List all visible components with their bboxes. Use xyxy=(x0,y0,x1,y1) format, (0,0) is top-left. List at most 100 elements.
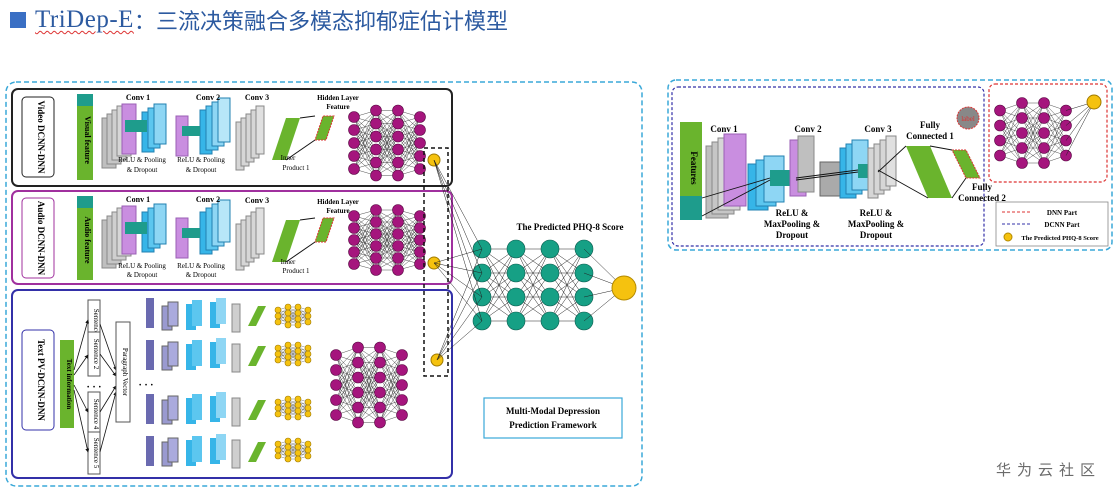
fusion-dnn xyxy=(472,239,594,331)
right-dnn xyxy=(994,94,1102,169)
text-yellow-net-1-node xyxy=(304,318,312,326)
audio-dnn-node xyxy=(370,264,382,276)
text-yellow-net-4 xyxy=(274,437,312,463)
text-branch: Text PV-DCNN-DNN Text information Senten… xyxy=(11,289,453,479)
legend-dnn-label: DNN Part xyxy=(1047,209,1078,217)
text-yellow-net-4-node xyxy=(304,440,312,448)
text-dnn-node xyxy=(352,401,364,414)
video-hidden-feature-bar xyxy=(314,115,335,141)
fusion-dnn-node xyxy=(506,263,526,283)
text-yellow-net-1-node xyxy=(304,312,312,320)
text-dnn-node xyxy=(396,394,408,406)
audio-dnn-node xyxy=(392,240,404,252)
text-yellow-net-4-node xyxy=(294,455,302,463)
audio-conv3-label: Conv 3 xyxy=(245,196,269,205)
text-yellow-net-4-node xyxy=(284,437,292,445)
framework-label-box xyxy=(483,397,623,439)
video-dnn-node xyxy=(392,117,404,130)
right-conv2-stack xyxy=(789,135,878,199)
visual-feature-bar xyxy=(77,94,93,180)
audio-dnn-node xyxy=(348,210,360,222)
audio-relu1-label: ReLU & Pooling xyxy=(118,262,166,270)
right-relu2-c: Dropout xyxy=(860,230,892,240)
audio-branch: Audio DCNN-DNN Audio feature Conv 1 ReLU… xyxy=(11,190,453,285)
text-dcnn-row-1 xyxy=(146,298,266,333)
label-node xyxy=(956,106,980,130)
text-yellow-net-2-node xyxy=(274,344,282,352)
text-yellow-net-2-node xyxy=(284,341,292,349)
text-dnn-node xyxy=(396,379,408,391)
text-yellow-net-1-node xyxy=(274,318,282,326)
text-yellow-net-3-node xyxy=(294,395,302,403)
video-inner-product-bar xyxy=(272,118,300,160)
audio-conv1-stack xyxy=(101,203,167,269)
video-dnn-node xyxy=(392,130,404,143)
audio-side-label: Audio DCNN-DNN xyxy=(36,201,46,276)
text-yellow-net-1-node xyxy=(294,303,302,311)
video-dnn-node xyxy=(370,130,382,143)
right-features-head xyxy=(680,196,702,220)
text-yellow-net-4-node xyxy=(284,443,292,451)
video-dnn-node xyxy=(392,143,404,156)
sentence-ellipsis: · · · xyxy=(86,382,101,393)
title-model-name: TriDep-E xyxy=(35,6,134,34)
audio-dnn-node xyxy=(392,204,404,216)
video-conv1-label: Conv 1 xyxy=(126,93,150,102)
title-description: 三流决策融合多模态抑郁症估计模型 xyxy=(155,10,508,35)
audio-relu2-label: ReLU & Pooling xyxy=(177,262,225,270)
fusion-dnn-node xyxy=(540,263,560,283)
right-conv3-label: Conv 3 xyxy=(864,124,892,134)
left-framework-frame xyxy=(5,81,643,487)
text-dnn-node xyxy=(330,394,342,406)
text-yellow-net-4-node xyxy=(284,449,292,457)
video-dnn-node xyxy=(392,156,404,169)
text-yellow-net-2-node xyxy=(274,356,282,364)
right-score-node xyxy=(1086,94,1102,110)
audio-dnn-node xyxy=(414,210,426,222)
video-dnn-node xyxy=(392,104,404,117)
audio-inner-label-1: Inner xyxy=(281,258,296,266)
audio-conv1-label: Conv 1 xyxy=(126,195,150,204)
fusion-dnn-node xyxy=(540,239,560,259)
right-conv1-stack xyxy=(705,133,796,219)
title-bullet-icon xyxy=(10,12,26,28)
fusion-connections xyxy=(433,159,625,361)
text-dnn-node xyxy=(352,356,364,369)
video-relu1-label: ReLU & Pooling xyxy=(118,156,166,164)
right-features-label: Features xyxy=(689,151,699,185)
video-branch-frame xyxy=(11,88,453,187)
paragraph-vector-box xyxy=(115,321,131,423)
audio-feature-head xyxy=(77,196,93,208)
audio-dnn-node xyxy=(348,258,360,270)
right-connection-lines xyxy=(701,145,967,217)
right-dnn-net-node xyxy=(1016,142,1028,154)
right-fc1-b: Connected 1 xyxy=(906,131,954,141)
predicted-score-node xyxy=(611,275,637,301)
audio-dnn-node xyxy=(370,252,382,264)
right-relu1-a: ReLU & xyxy=(776,208,809,218)
video-side-label-box xyxy=(21,96,55,178)
audio-dnn-node xyxy=(414,222,426,234)
text-dnn-node xyxy=(330,379,342,391)
audio-side-label-box xyxy=(21,197,55,279)
right-dnn-net-node xyxy=(1016,97,1028,109)
video-conv3-label: Conv 3 xyxy=(245,93,269,102)
right-fc1-bar xyxy=(906,146,952,198)
right-fc2-a: Fully xyxy=(972,182,993,192)
video-dropout1-label: & Dropout xyxy=(127,166,158,174)
video-dnn-node xyxy=(414,163,426,175)
audio-dnn-node xyxy=(370,204,382,216)
right-features-bar xyxy=(680,122,702,220)
audio-dnn xyxy=(348,204,426,276)
video-dnn-node xyxy=(370,104,382,117)
video-relu2-label: ReLU & Pooling xyxy=(177,156,225,164)
video-dnn-node xyxy=(348,163,360,175)
framework-label-1: Multi-Modal Depression xyxy=(506,406,600,416)
text-yellow-net-4-node xyxy=(294,443,302,451)
right-fc2-bar xyxy=(951,149,981,179)
text-yellow-net-2 xyxy=(274,341,312,367)
text-yellow-net-3-node xyxy=(294,413,302,421)
text-yellow-net-2-node xyxy=(284,353,292,361)
right-conv3-stack xyxy=(867,135,897,199)
audio-conv2-stack xyxy=(175,199,231,259)
